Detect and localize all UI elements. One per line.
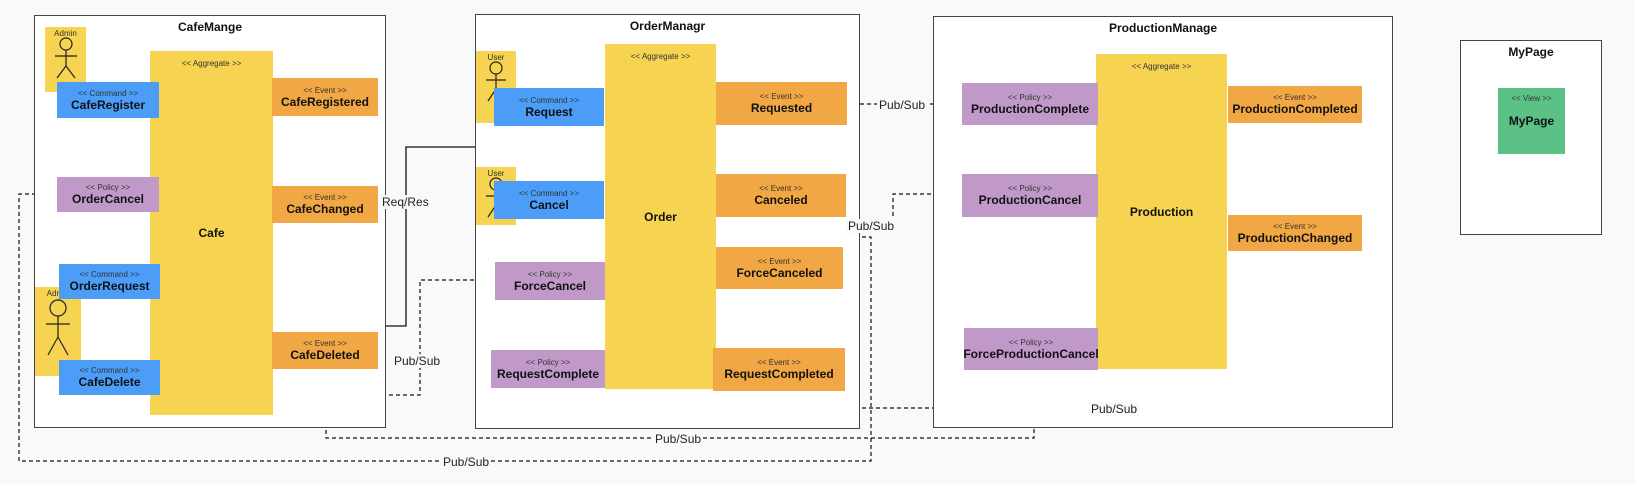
event-name: ForceCanceled	[736, 265, 823, 280]
stereotype: << Event >>	[757, 256, 802, 266]
event-canceled[interactable]: << Event >> Canceled	[716, 174, 846, 217]
connection-label-pubsub: Pub/Sub	[1089, 402, 1140, 416]
stereotype: << Command >>	[79, 366, 140, 375]
stereotype: << Event >>	[759, 92, 804, 101]
stereotype: << Policy >>	[525, 357, 571, 367]
actor-label: Admin	[54, 29, 77, 38]
stereotype: << View >>	[1511, 94, 1552, 103]
connection-label-pubsub: Pub/Sub	[441, 455, 492, 469]
stick-figure-icon	[54, 37, 77, 79]
event-forcecanceled[interactable]: << Event >> ForceCanceled	[716, 247, 843, 289]
command-cafedelete[interactable]: << Command >> CafeDelete	[59, 360, 160, 395]
command-name: OrderRequest	[69, 279, 150, 293]
policy-productioncancel[interactable]: << Policy >> ProductionCancel	[962, 174, 1098, 217]
policy-name: ForceCancel	[513, 278, 587, 293]
event-cafedeleted[interactable]: << Event >> CafeDeleted	[272, 332, 378, 369]
connection-label-pubsub: Pub/Sub	[392, 354, 443, 368]
stereotype: << Command >>	[77, 88, 139, 98]
event-caferegistered[interactable]: << Event >> CafeRegistered	[272, 78, 378, 116]
event-productionchanged[interactable]: << Event >> ProductionChanged	[1228, 215, 1362, 251]
stereotype: << Event >>	[303, 193, 347, 202]
policy-forceproductioncancel[interactable]: << Policy >> ForceProductionCancel	[963, 328, 1099, 370]
policy-name: ForceProductionCancel	[963, 346, 1099, 361]
event-name: Canceled	[754, 193, 808, 207]
connection-label-pubsub: Pub/Sub	[877, 98, 928, 112]
stereotype: << Event >>	[303, 85, 347, 95]
policy-productioncomplete[interactable]: << Policy >> ProductionComplete	[962, 83, 1098, 125]
stereotype: << Aggregate >>	[1131, 62, 1192, 71]
stereotype: << Event >>	[759, 184, 803, 193]
aggregate-name: Production	[1129, 204, 1194, 219]
stereotype: << Event >>	[303, 339, 347, 348]
bounded-context-title: ProductionManage	[1108, 21, 1217, 35]
policy-name: ProductionCancel	[978, 193, 1082, 207]
bounded-context-title: MyPage	[1508, 45, 1554, 59]
event-name: ProductionChanged	[1237, 230, 1353, 245]
command-request[interactable]: << Command >> Request	[494, 88, 604, 126]
command-name: Request	[525, 104, 573, 119]
aggregate-name: Order	[644, 209, 677, 224]
command-name: CafeDelete	[78, 375, 141, 389]
policy-name: OrderCancel	[71, 192, 145, 206]
actor-label: User	[487, 53, 505, 62]
pubsub-cafedeleted-line	[325, 275, 496, 396]
event-name: CafeRegistered	[280, 94, 370, 109]
stereotype: << Event >>	[1273, 221, 1317, 231]
stereotype: << Policy >>	[1007, 184, 1053, 193]
event-requestcompleted[interactable]: << Event >> RequestCompleted	[713, 348, 845, 391]
command-name: CafeRegister	[70, 97, 146, 112]
stereotype: << Policy >>	[85, 183, 131, 192]
policy-forcecancel[interactable]: << Policy >> ForceCancel	[495, 262, 605, 300]
actor-label: User	[487, 169, 505, 178]
stereotype: << Aggregate >>	[630, 52, 691, 61]
connection-label-pubsub: Pub/Sub	[846, 219, 897, 233]
stereotype: << Command >>	[518, 95, 580, 105]
view-name: MyPage	[1508, 114, 1555, 128]
actor-admin-bottom[interactable]: Admin	[35, 287, 81, 376]
aggregate-name: Cafe	[198, 226, 225, 240]
command-name: Cancel	[529, 197, 569, 212]
connection-label-req-res: Req/Res	[380, 195, 431, 209]
stereotype: << Policy >>	[527, 269, 573, 279]
stereotype: << Aggregate >>	[181, 59, 242, 68]
command-cancel[interactable]: << Command >> Cancel	[494, 181, 604, 219]
stereotype: << Policy >>	[1008, 337, 1054, 347]
policy-name: RequestComplete	[496, 366, 600, 381]
stereotype: << Command >>	[79, 270, 140, 279]
view-mypage[interactable]: << View >> MyPage	[1498, 88, 1565, 154]
event-cafechanged[interactable]: << Event >> CafeChanged	[272, 186, 378, 223]
policy-ordercancel[interactable]: << Policy >> OrderCancel	[57, 177, 159, 212]
stereotype: << Command >>	[518, 188, 580, 198]
policy-name: ProductionComplete	[970, 101, 1089, 116]
aggregate-cafe[interactable]: << Aggregate >> Cafe	[150, 51, 273, 415]
aggregate-production[interactable]: << Aggregate >> Production	[1096, 54, 1227, 369]
event-name: ProductionCompleted	[1232, 102, 1358, 116]
event-productioncompleted[interactable]: << Event >> ProductionCompleted	[1228, 86, 1362, 123]
bounded-context-title: CafeMange	[177, 20, 242, 34]
stick-figure-icon	[46, 299, 70, 356]
stereotype: << Policy >>	[1007, 92, 1053, 102]
command-caferegister[interactable]: << Command >> CafeRegister	[57, 82, 159, 118]
pubsub-ordercancel-line	[18, 189, 872, 462]
stereotype: << Event >>	[1273, 93, 1317, 102]
policy-requestcomplete[interactable]: << Policy >> RequestComplete	[491, 350, 605, 388]
aggregate-order[interactable]: << Aggregate >> Order	[605, 44, 716, 389]
command-orderrequest[interactable]: << Command >> OrderRequest	[59, 264, 160, 299]
actor-admin-top[interactable]: Admin	[45, 27, 86, 92]
event-name: CafeChanged	[286, 202, 364, 216]
event-name: RequestCompleted	[724, 367, 834, 381]
event-name: CafeDeleted	[290, 348, 360, 362]
event-requested[interactable]: << Event >> Requested	[716, 82, 847, 125]
stereotype: << Event >>	[757, 358, 801, 367]
event-name: Requested	[750, 101, 813, 115]
actor-label: Admin	[46, 289, 70, 298]
bounded-context-title: OrderManagr	[629, 19, 706, 33]
connection-label-pubsub: Pub/Sub	[653, 432, 704, 446]
